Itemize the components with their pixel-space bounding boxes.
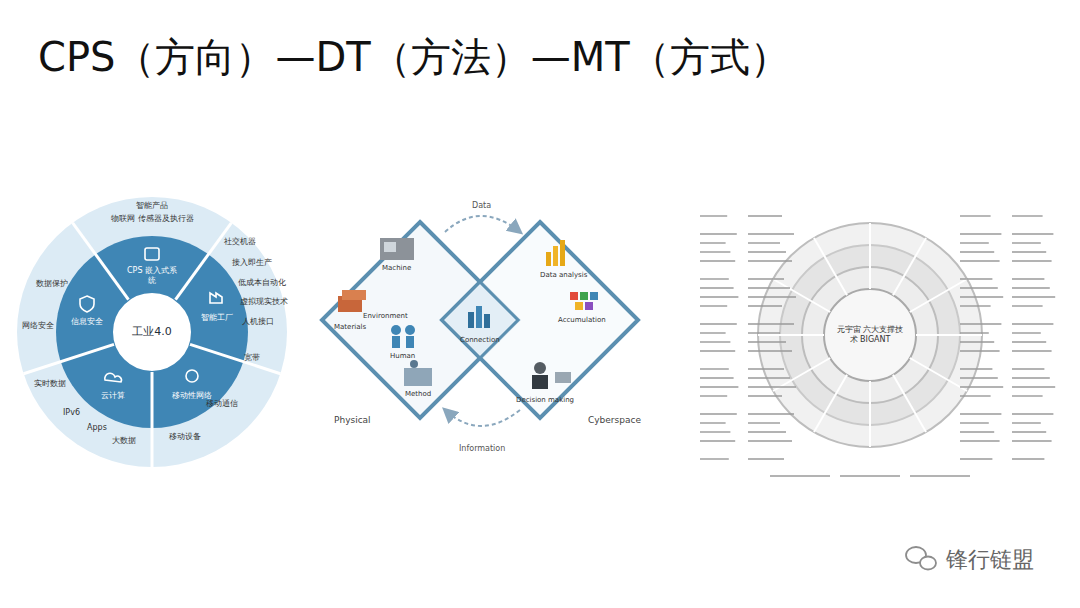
ring-segment: 云计算: [91, 391, 135, 401]
ring-segment: CPS 嵌入式系统: [126, 266, 178, 286]
diagram-label: Environment: [363, 312, 408, 320]
diagram-label: Human: [390, 352, 415, 360]
diagram-label: 物联网 传感器及执行器: [111, 214, 194, 223]
diagram-label: 宽带: [244, 353, 260, 362]
diagram-label: 人机接口: [242, 317, 274, 326]
cps-diamonds: [322, 216, 638, 426]
industry-wheel: [17, 197, 287, 467]
diagram-label: Apps: [87, 423, 107, 432]
metaverse-wheel: [700, 216, 1055, 476]
slide-title: CPS（方向）—DT（方法）—MT（方式）: [38, 34, 790, 80]
diagram-label: 大数据: [112, 436, 136, 445]
node-text: 云计算: [91, 391, 135, 401]
diagram-label: Data: [472, 201, 491, 210]
diagram-label: Information: [459, 444, 505, 453]
diagram-label: 移动通信: [206, 399, 238, 408]
node-text: 元宇宙 六大支撑技术 BIGANT: [835, 325, 905, 345]
diagram-label: Cyberspace: [588, 415, 641, 425]
diagram-label: 移动设备: [169, 432, 201, 441]
diagram-label: Method: [405, 390, 431, 398]
wechat-icon: [906, 547, 936, 570]
diagram-label: Decision making: [516, 396, 574, 404]
center-circle: 元宇宙 六大支撑技术 BIGANT: [835, 325, 905, 345]
ring-segment: 智能工厂: [195, 313, 239, 323]
diagram-label: Physical: [334, 415, 371, 425]
diagram-label: 实时数据: [34, 379, 66, 388]
diagram-label: 网络安全: [22, 321, 54, 330]
diagram-label: 社交机器: [224, 237, 256, 246]
watermark: 锋行链盟: [946, 547, 1034, 572]
diagram-label: Machine: [382, 264, 411, 272]
diagram-label: 接入即生产: [232, 258, 272, 267]
diagram-label: IPv6: [63, 408, 80, 417]
center-circle: 工业4.0: [117, 325, 187, 339]
diagram-label: 虚拟现实技术: [240, 297, 288, 306]
node-text: 信息安全: [65, 317, 109, 327]
diagram-label: 低成本自动化: [238, 278, 286, 287]
node-text: 工业4.0: [117, 325, 187, 339]
node-text: CPS 嵌入式系统: [126, 266, 178, 286]
ring-segment: 信息安全: [65, 317, 109, 327]
diagram-label: 智能产品: [136, 201, 168, 210]
diagram-label: Connection: [460, 336, 500, 344]
diagram-label: 数据保护: [36, 279, 68, 288]
node-text: 智能工厂: [195, 313, 239, 323]
diagram-label: Data analysis: [540, 271, 587, 279]
diagram-label: Accumulation: [558, 316, 606, 324]
diagram-label: Materials: [334, 323, 366, 331]
